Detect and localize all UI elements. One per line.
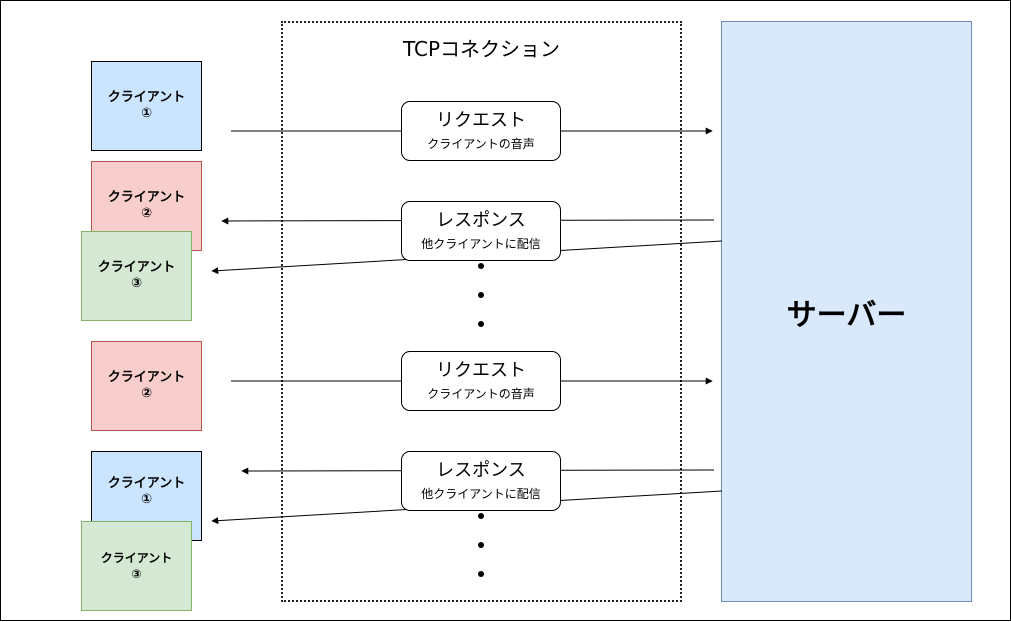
- client-number: ②: [140, 206, 152, 221]
- client-label: クライアント: [97, 260, 176, 275]
- client-1-box: クライアント ①: [91, 61, 202, 151]
- tcp-connection-title: TCPコネクション: [402, 37, 561, 61]
- client-3b-box: クライアント ③: [81, 521, 192, 611]
- client-2b-box: クライアント ②: [91, 341, 202, 431]
- request-message-1: リクエスト クライアントの音声: [401, 101, 561, 161]
- client-label: クライアント: [100, 551, 173, 565]
- ellipsis-dot: [478, 321, 484, 327]
- client-number: ①: [140, 106, 152, 121]
- client-number: ②: [140, 386, 152, 401]
- message-subtitle: クライアントの音声: [427, 387, 535, 401]
- client-number: ③: [130, 276, 142, 291]
- client-label: クライアント: [107, 370, 186, 385]
- client-label: クライアント: [107, 90, 186, 105]
- message-title: リクエスト: [436, 360, 526, 381]
- ellipsis-dot: [478, 263, 484, 269]
- message-subtitle: 他クライアントに配信: [421, 237, 541, 251]
- response-message-1: レスポンス 他クライアントに配信: [401, 201, 561, 261]
- client-3-box: クライアント ③: [81, 231, 192, 321]
- server-box: サーバー: [721, 21, 972, 602]
- client-label: クライアント: [107, 190, 186, 205]
- request-message-2: リクエスト クライアントの音声: [401, 351, 561, 411]
- message-subtitle: 他クライアントに配信: [421, 487, 541, 501]
- tcp-connection-box: TCPコネクション: [281, 21, 682, 602]
- client-number: ①: [140, 492, 152, 507]
- client-number: ③: [131, 567, 142, 581]
- ellipsis-dot: [478, 292, 484, 298]
- response-message-2: レスポンス 他クライアントに配信: [401, 451, 561, 511]
- message-subtitle: クライアントの音声: [427, 137, 535, 151]
- ellipsis-dot: [478, 513, 484, 519]
- message-title: レスポンス: [436, 460, 526, 481]
- message-title: リクエスト: [436, 110, 526, 131]
- client-label: クライアント: [107, 476, 186, 491]
- server-label: サーバー: [786, 297, 907, 333]
- ellipsis-dot: [478, 542, 484, 548]
- ellipsis-dot: [478, 571, 484, 577]
- message-title: レスポンス: [436, 210, 526, 231]
